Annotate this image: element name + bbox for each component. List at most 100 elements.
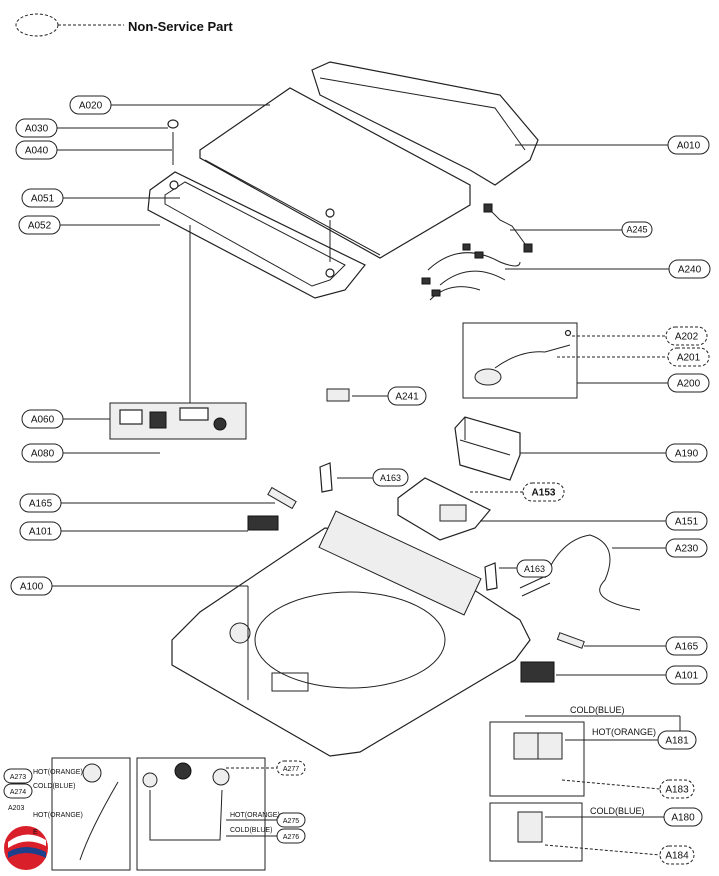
pill-a277 [276,760,306,776]
part-tub-opening [254,591,446,689]
annot-hot-orange-top: HOT(ORANGE) [592,727,656,737]
logo-swoosh-1 [8,834,46,848]
part-a230-cord [544,534,641,611]
part-a202-clip [564,329,572,337]
text-a153: A153 [532,488,556,499]
label-a151: A151 [665,511,708,531]
text-a181: A181 [665,736,689,747]
part-pcb-chip2 [149,411,167,429]
text-a080: A080 [31,449,55,460]
leader-lines [52,104,681,856]
part-pcb-chip1 [119,409,143,425]
part-cabinet-slot [271,672,309,692]
text-a040: A040 [25,146,49,157]
part-a275-group [136,757,266,871]
annot-hot-orange-right: HOT(ORANGE) [230,812,280,819]
pill-a010 [667,135,710,155]
pill-a165-right [665,636,708,656]
label-a101-right: A101 [665,665,708,685]
label-a040: A040 [15,140,58,160]
text-a183: A183 [665,785,689,796]
part-a153 [439,504,467,522]
pill-a151 [665,511,708,531]
pill-a020 [69,95,112,115]
pill-a273 [3,768,33,784]
text-a276: A276 [283,834,299,841]
part-frame-hole-right [325,268,335,278]
label-a240: A240 [668,259,711,279]
label-a080: A080 [21,443,64,463]
text-a052: A052 [28,221,52,232]
part-a273-fitting [82,763,102,783]
label-a190: A190 [665,443,708,463]
text-a184: A184 [665,851,689,862]
text-a030: A030 [25,124,49,135]
part-a165-left [267,486,297,510]
legend: Non-Service Part [15,13,233,37]
label-a165-right: A165 [665,636,708,656]
part-a240-conn3 [474,251,484,259]
label-a277: A277 [276,760,306,776]
text-a180: A180 [671,813,695,824]
part-a165-right [556,632,585,649]
pill-a183 [659,779,695,799]
part-a101-right [520,661,555,683]
part-a245-harness [487,207,529,249]
pill-a101-left [19,521,62,541]
text-a230: A230 [675,544,699,555]
label-a183: A183 [659,779,695,799]
part-a051-frame [147,171,366,299]
pill-a241 [387,386,427,406]
part-frame-hole-left [169,180,179,190]
text-a165-left: A165 [29,499,53,510]
part-cabinet-rear [318,510,482,616]
pill-a165-left [19,493,62,513]
text-a202: A202 [675,332,699,343]
label-a230: A230 [665,538,708,558]
label-a010: A010 [667,135,710,155]
pill-a080 [21,443,64,463]
part-pcb-chip3 [179,407,209,421]
pill-a180 [663,807,703,827]
part-a230-plug [519,574,551,597]
pill-a153 [522,482,565,502]
part-a190-edge [459,417,511,456]
text-a273: A273 [10,774,26,781]
text-a275: A275 [283,818,299,825]
part-a245-connector-a [483,203,493,213]
text-a203: A203 [8,805,24,812]
part-a181-valve-cold [513,732,539,760]
legend-dashed-ellipse [15,13,59,37]
part-a275-fitting-a [142,772,158,788]
part-a020-lid [199,87,471,259]
part-a180-valve [517,811,543,843]
label-a052: A052 [18,215,61,235]
part-a275-hose [149,789,223,841]
part-a245-connector-b [523,243,533,253]
pill-a240 [668,259,711,279]
annot-cold-blue-single: COLD(BLUE) [590,806,645,816]
part-a010-edge [319,77,526,151]
part-cabinet-hole [229,622,251,644]
text-a241: A241 [395,392,419,403]
annot-hot-orange-left2: HOT(ORANGE) [33,812,83,819]
text-a060: A060 [31,415,55,426]
label-a201: A201 [667,347,710,367]
text-a101-left: A101 [29,527,53,538]
pill-a200 [667,373,710,393]
text-a163-top: A163 [380,473,401,483]
part-a241 [326,388,350,402]
pill-a245 [621,221,653,238]
pill-a276 [276,828,306,844]
leader-a184 [544,844,661,856]
text-a101-right: A101 [675,671,699,682]
part-a240-conn2 [431,289,441,297]
part-a181-group [489,721,585,797]
part-a200-sensor [474,368,502,386]
part-a203-hose [79,781,119,861]
pill-a100 [10,576,53,596]
pill-a184 [659,845,695,865]
pill-a163-top [372,468,409,487]
